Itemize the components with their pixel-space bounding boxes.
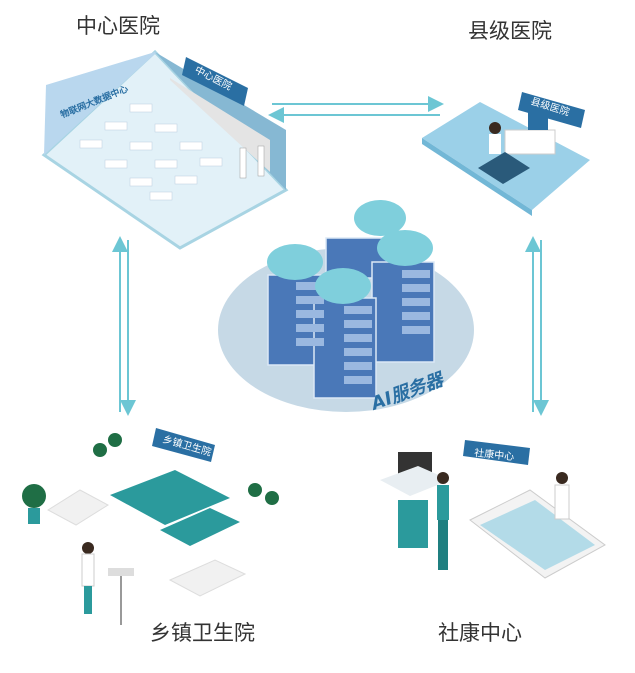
- central-hospital-title: 中心医院: [76, 14, 160, 38]
- township-clinic-title: 乡镇卫生院: [150, 621, 255, 645]
- ai-server-illustration: AI服务器: [218, 200, 474, 415]
- connection-arrows: [112, 96, 549, 416]
- county-hospital-title: 县级医院: [468, 19, 552, 43]
- township-clinic-illustration: 乡镇卫生院: [22, 428, 279, 625]
- central-hospital-illustration: 物联网大数据中心 中心医院: [41, 49, 289, 250]
- community-center-illustration: 社康中心: [380, 440, 606, 579]
- county-hospital-illustration: 县级医院: [422, 92, 590, 216]
- community-center-title: 社康中心: [438, 621, 522, 645]
- community-sign: 社康中心: [474, 446, 515, 463]
